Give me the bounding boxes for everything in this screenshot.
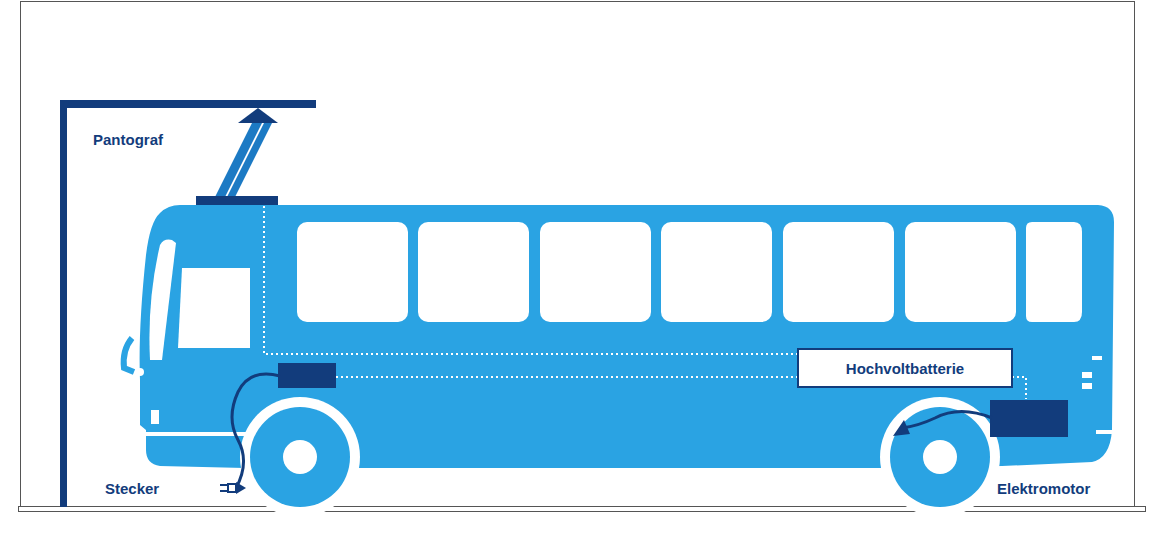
pantograph-arm [227, 123, 272, 197]
drive-arrowhead [893, 420, 910, 436]
power-line [264, 206, 1026, 399]
pantograph-head [238, 108, 278, 123]
charging-mast [60, 100, 67, 507]
part-label: Elektromotor [997, 480, 1090, 497]
pantograph-base [196, 196, 278, 205]
mirror-detail [136, 368, 144, 376]
part-label: Stecker [105, 480, 159, 497]
mast-arm [60, 100, 316, 108]
ground-line [19, 507, 1146, 512]
taillight [1082, 383, 1092, 389]
bumper-line [146, 432, 256, 436]
charging-cable [232, 374, 280, 488]
taillight [1082, 372, 1092, 378]
part-label: Pantograf [93, 131, 163, 148]
drive-arrow [902, 412, 992, 429]
battery-box: Hochvoltbatterie [797, 348, 1013, 388]
node-text: Hochvoltbatterie [846, 360, 964, 377]
bus-windows [149, 222, 1082, 360]
bumper-line [1096, 430, 1114, 434]
charger-unit [278, 363, 336, 388]
frame [21, 2, 1135, 507]
rear-detail [1092, 356, 1102, 360]
headlight [151, 410, 159, 424]
mirror [124, 338, 134, 372]
rear-wheel [880, 397, 1000, 517]
front-wheel [240, 397, 360, 517]
plug-symbol [220, 482, 246, 494]
motor-unit [990, 400, 1068, 437]
